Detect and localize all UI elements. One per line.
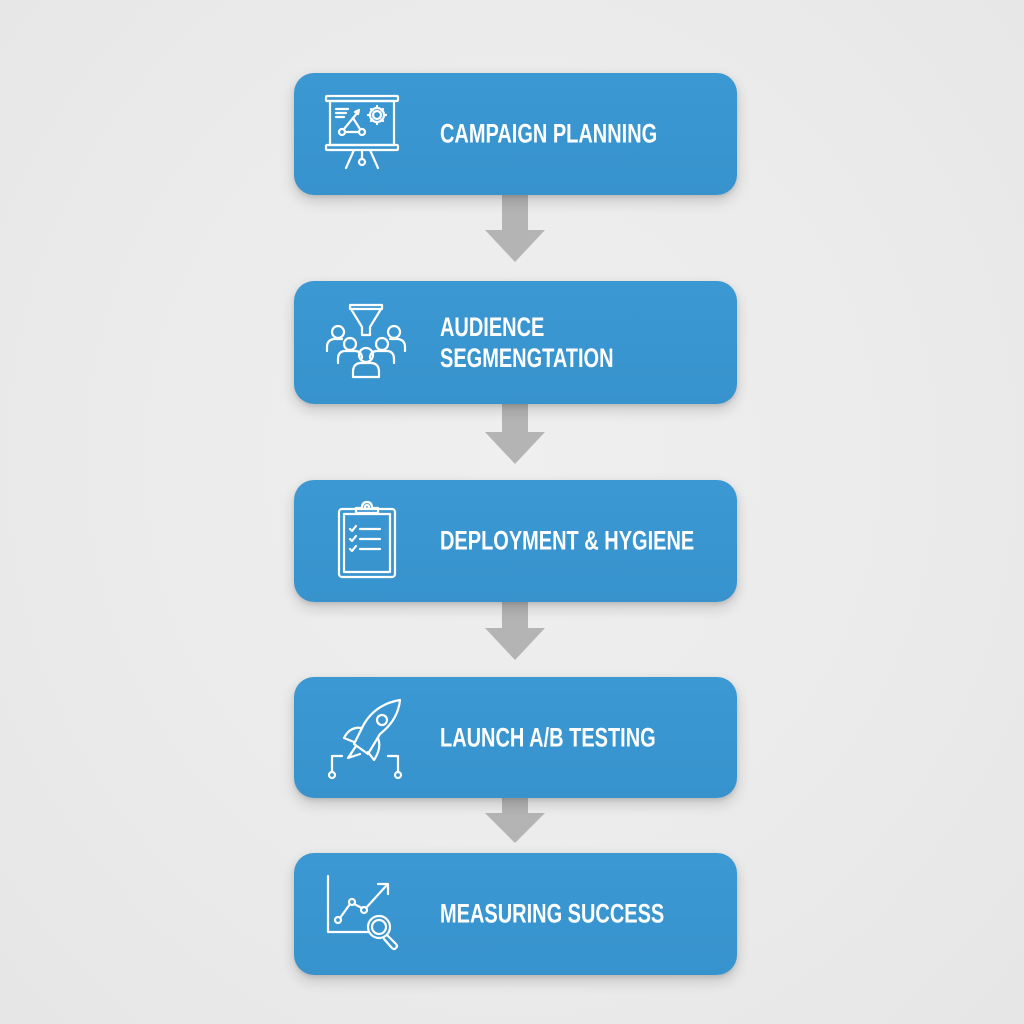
step-audience-segmentation: AUDIENCE SEGMENGTATION [294, 281, 737, 404]
chart-magnifier-icon [324, 872, 408, 956]
step-deployment-hygiene: DEPLOYMENT & HYGIENE [294, 480, 737, 602]
step-label: CAMPAIGN PLANNING [440, 118, 658, 149]
step-measuring-success: MEASURING SUCCESS [294, 853, 737, 975]
step-campaign-planning: CAMPAIGN PLANNING [294, 73, 737, 195]
down-arrow-icon [485, 602, 545, 660]
step-label: DEPLOYMENT & HYGIENE [440, 525, 695, 556]
presentation-board-gear-icon [324, 92, 408, 176]
step-label: LAUNCH A/B TESTING [440, 722, 656, 752]
clipboard-checklist-icon [324, 499, 408, 583]
step-label: MEASURING SUCCESS [440, 898, 665, 929]
rocket-split-icon [324, 696, 408, 780]
down-arrow-icon [485, 798, 545, 843]
step-launch-ab-testing: LAUNCH A/B TESTING [294, 677, 737, 798]
down-arrow-icon [485, 404, 545, 464]
funnel-audience-icon [324, 301, 408, 385]
down-arrow-icon [485, 195, 545, 262]
step-label: AUDIENCE SEGMENGTATION [440, 311, 614, 373]
